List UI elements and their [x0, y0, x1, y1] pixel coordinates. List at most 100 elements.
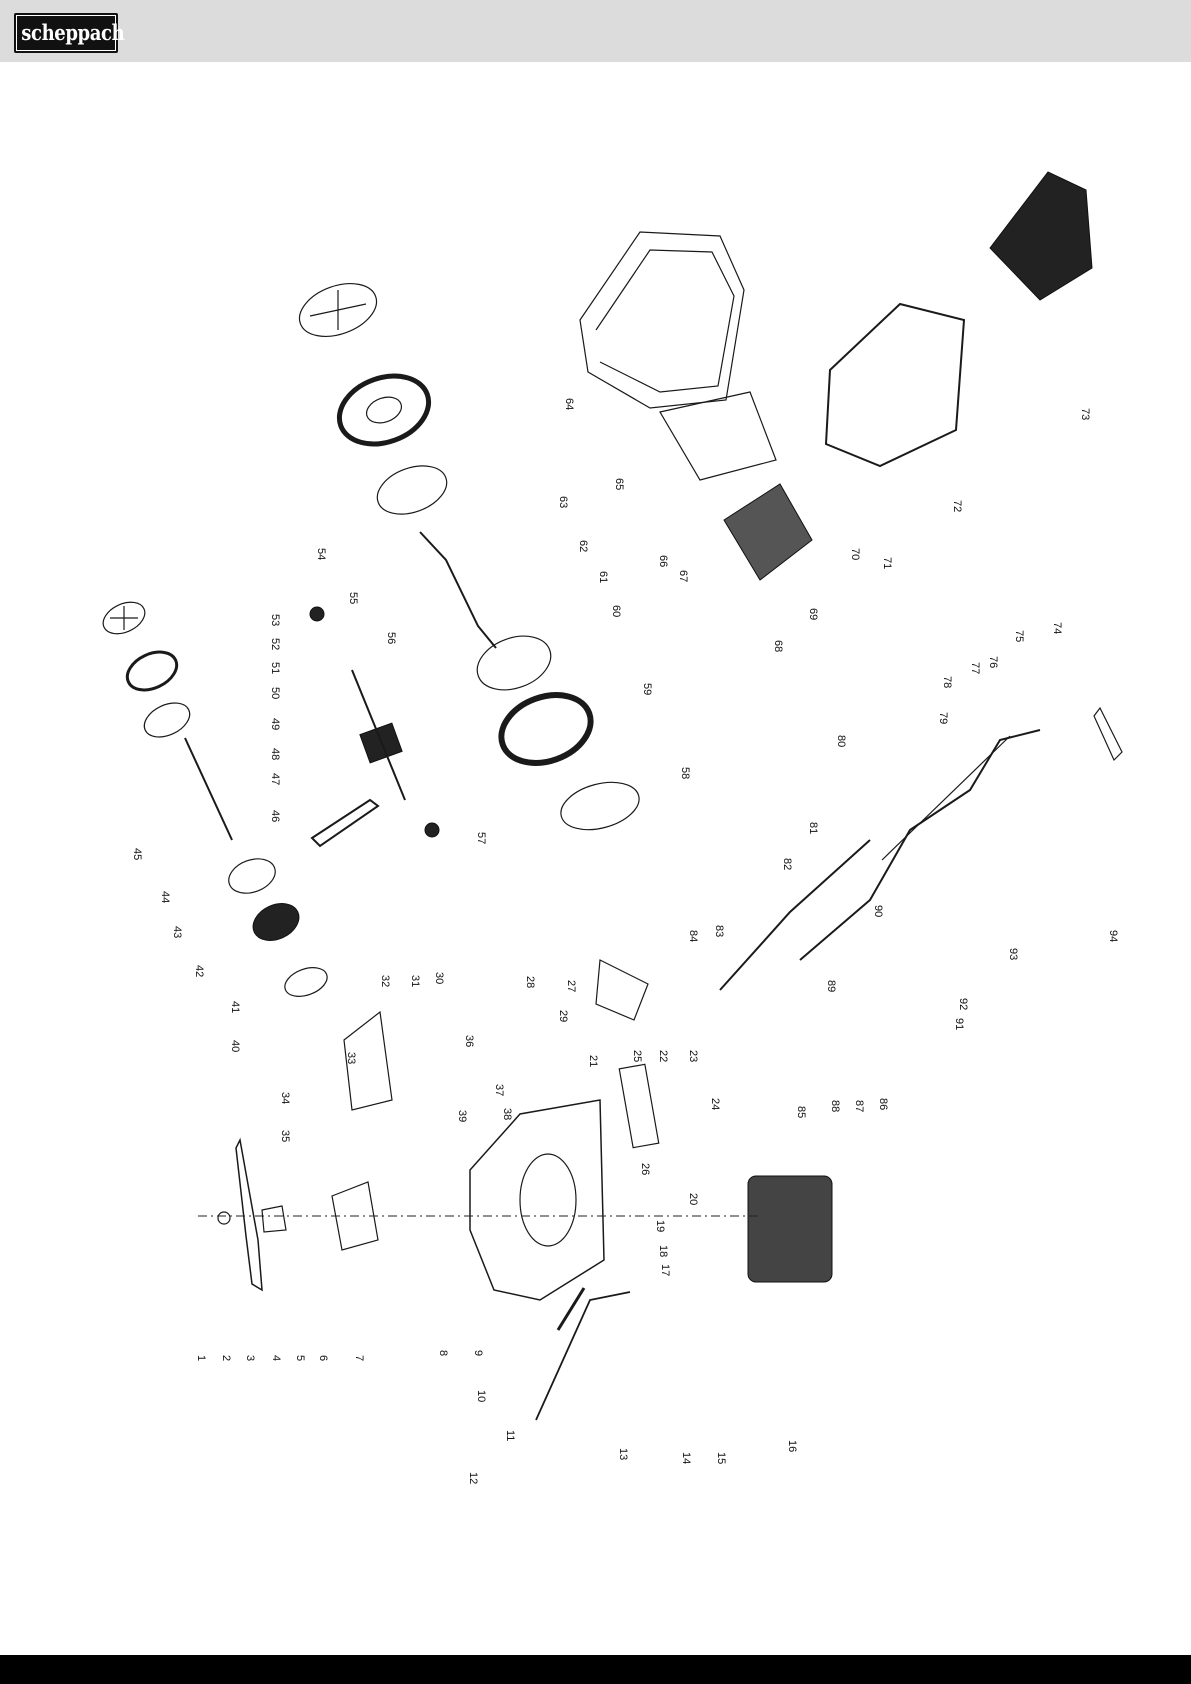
- cable-80: [882, 736, 1010, 860]
- part-label-29: 29: [557, 1010, 569, 1022]
- part-label-53: 53: [269, 614, 281, 626]
- part-label-42: 42: [193, 965, 205, 977]
- part-label-20: 20: [687, 1193, 699, 1205]
- part-label-39: 39: [456, 1110, 468, 1122]
- gear-57: [425, 823, 439, 837]
- mower-deck-8: [470, 1100, 604, 1300]
- part-label-90: 90: [872, 905, 884, 917]
- wheel-59-hub: [363, 393, 405, 428]
- part-label-57: 57: [475, 832, 487, 844]
- part-label-7: 7: [353, 1355, 365, 1361]
- catcher-cover-72: [826, 304, 964, 466]
- part-label-71: 71: [881, 557, 893, 569]
- part-label-23: 23: [687, 1050, 699, 1062]
- part-label-22: 22: [657, 1050, 669, 1062]
- part-label-94: 94: [1107, 930, 1119, 942]
- part-label-9: 9: [472, 1350, 484, 1356]
- part-label-75: 75: [1013, 630, 1025, 642]
- part-label-88: 88: [829, 1100, 841, 1112]
- part-label-92: 92: [957, 998, 969, 1010]
- part-label-80: 80: [835, 735, 847, 747]
- catcher-grid-73: [990, 172, 1092, 300]
- part-label-48: 48: [269, 748, 281, 760]
- part-label-49: 49: [269, 718, 281, 730]
- part-label-40: 40: [229, 1040, 241, 1052]
- part-label-63: 63: [557, 496, 569, 508]
- page-footer: [0, 1655, 1191, 1684]
- part-label-66: 66: [657, 555, 669, 567]
- part-label-60: 60: [610, 605, 622, 617]
- drive-belt-46: [312, 800, 378, 846]
- part-label-19: 19: [654, 1220, 666, 1232]
- part-label-3: 3: [244, 1355, 256, 1361]
- part-label-5: 5: [294, 1355, 306, 1361]
- axle-45: [185, 738, 232, 840]
- hubcap-spokes-40-top: [110, 606, 138, 630]
- part-label-86: 86: [877, 1098, 889, 1110]
- part-label-58: 58: [679, 767, 691, 779]
- part-label-44: 44: [159, 891, 171, 903]
- side-discharge-27: [596, 960, 648, 1020]
- part-label-27: 27: [565, 980, 577, 992]
- part-label-78: 78: [941, 676, 953, 688]
- part-label-1: 1: [195, 1355, 207, 1361]
- part-label-18: 18: [657, 1245, 669, 1257]
- part-label-10: 10: [475, 1390, 487, 1402]
- height-linkage-62: [420, 532, 496, 648]
- part-label-61: 61: [597, 571, 609, 583]
- part-label-50: 50: [269, 687, 281, 699]
- handle-grip-74: [1094, 708, 1122, 760]
- part-label-82: 82: [781, 858, 793, 870]
- rod-12: [536, 1292, 630, 1420]
- gear-54: [310, 607, 324, 621]
- part-label-56: 56: [385, 632, 397, 644]
- part-label-43: 43: [171, 926, 183, 938]
- part-label-33: 33: [345, 1052, 357, 1064]
- part-label-46: 46: [269, 810, 281, 822]
- part-label-26: 26: [639, 1163, 651, 1175]
- part-label-25: 25: [631, 1050, 643, 1062]
- disc-60-top: [371, 457, 454, 523]
- part-label-65: 65: [613, 478, 625, 490]
- part-label-79: 79: [937, 712, 949, 724]
- mounting-bracket-24: [619, 1064, 658, 1147]
- part-label-28: 28: [524, 976, 536, 988]
- part-label-31: 31: [409, 975, 421, 987]
- hubcap-58-spokes: [310, 290, 366, 330]
- part-label-13: 13: [617, 1448, 629, 1460]
- part-label-45: 45: [131, 848, 143, 860]
- part-label-17: 17: [659, 1264, 671, 1276]
- part-label-89: 89: [825, 980, 837, 992]
- grass-bag-64-inner: [596, 250, 734, 392]
- wheel-59-top: [330, 364, 438, 456]
- hubcap-40-bottom: [281, 962, 331, 1001]
- engine-16: [748, 1176, 832, 1282]
- blade-3: [236, 1140, 262, 1290]
- part-label-30: 30: [433, 972, 445, 984]
- part-label-85: 85: [795, 1106, 807, 1118]
- part-label-68: 68: [772, 640, 784, 652]
- part-label-35: 35: [279, 1130, 291, 1142]
- part-label-69: 69: [807, 608, 819, 620]
- part-label-76: 76: [987, 656, 999, 668]
- part-label-4: 4: [270, 1355, 282, 1361]
- part-label-37: 37: [493, 1084, 505, 1096]
- part-label-91: 91: [953, 1018, 965, 1030]
- part-label-32: 32: [379, 975, 391, 987]
- part-label-74: 74: [1051, 622, 1063, 634]
- deck-center-ring: [520, 1154, 576, 1246]
- part-label-64: 64: [563, 398, 575, 410]
- part-label-36: 36: [463, 1035, 475, 1047]
- part-label-21: 21: [587, 1055, 599, 1067]
- part-label-51: 51: [269, 662, 281, 674]
- grass-bag-64: [580, 232, 744, 408]
- part-label-59: 59: [641, 683, 653, 695]
- part-label-34: 34: [279, 1092, 291, 1104]
- part-label-72: 72: [951, 500, 963, 512]
- part-label-24: 24: [709, 1098, 721, 1110]
- bag-holder-69: [724, 484, 812, 580]
- part-label-55: 55: [347, 592, 359, 604]
- wheel-43-top: [139, 696, 195, 743]
